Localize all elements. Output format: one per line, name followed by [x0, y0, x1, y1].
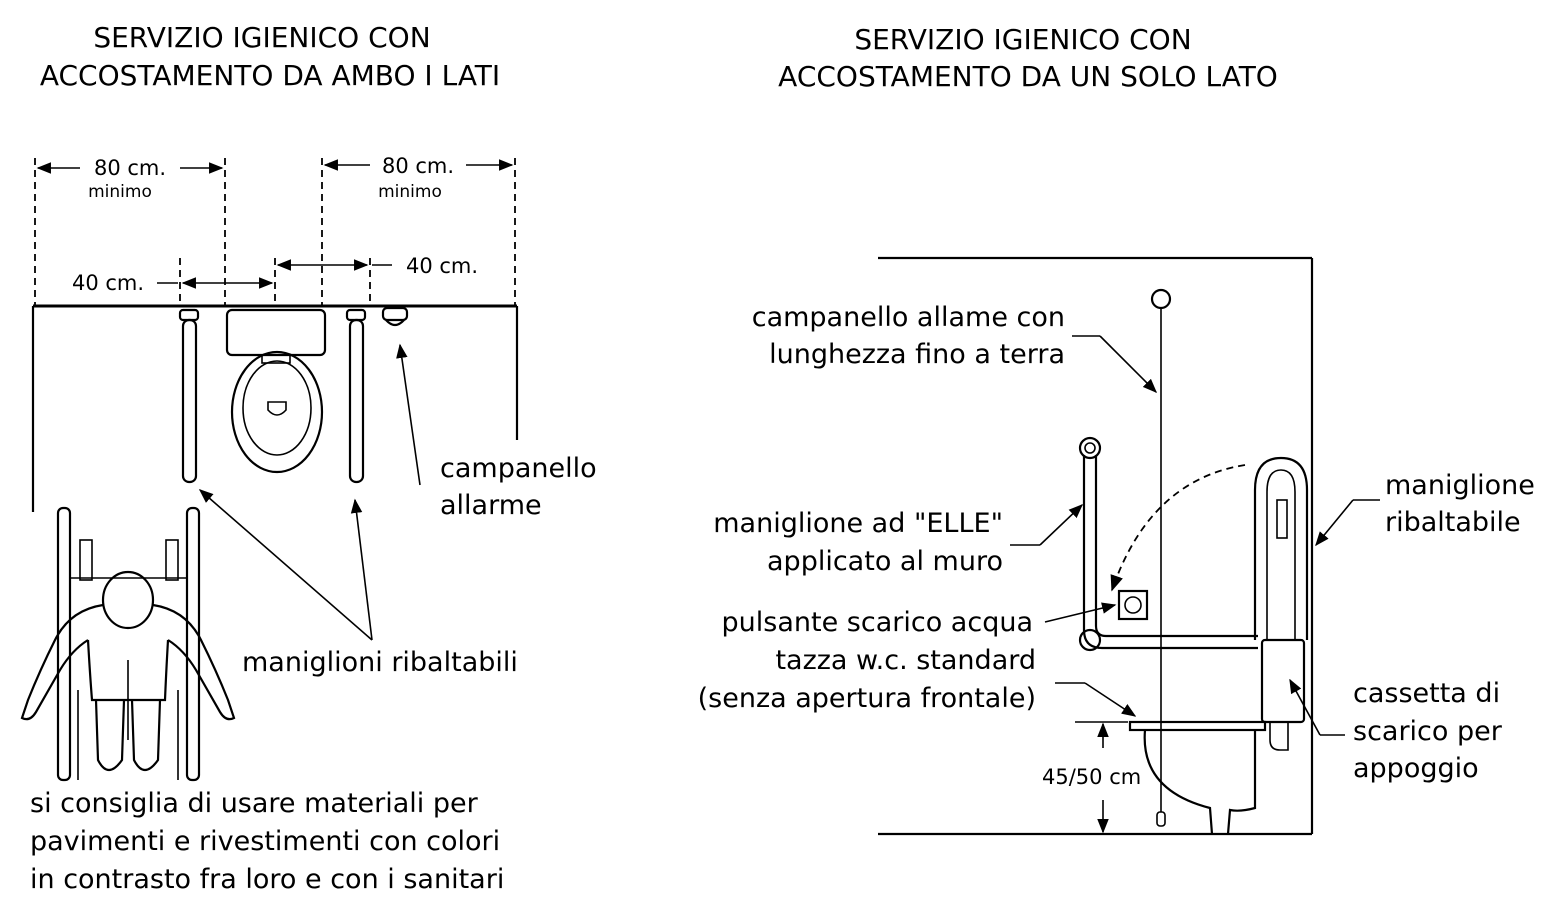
- label-wc-line2: (senza apertura frontale): [698, 683, 1036, 714]
- dimension-40cm-right: 40 cm.: [276, 254, 478, 278]
- left-title-line1: SERVIZIO IGIENICO CON: [93, 21, 430, 54]
- label-l-bar-line1: maniglione ad "ELLE": [713, 508, 1003, 539]
- dim-40cm-left-label: 40 cm.: [72, 271, 144, 295]
- wc-plan-view: [225, 308, 327, 474]
- right-title-line1: SERVIZIO IGIENICO CON: [854, 23, 1191, 56]
- dimension-80cm-left: 80 cm. minimo: [36, 156, 224, 202]
- left-title-line2: ACCOSTAMENTO DA AMBO I LATI: [40, 59, 500, 92]
- label-flush-button: pulsante scarico acqua: [722, 607, 1033, 638]
- label-cistern-line3: appoggio: [1353, 753, 1479, 784]
- dim-height-label: 45/50 cm: [1042, 765, 1141, 789]
- wc-side-view: [1128, 720, 1267, 835]
- dimension-40cm-left: 40 cm.: [72, 271, 274, 295]
- label-foldable-line1: maniglione: [1385, 470, 1535, 501]
- left-panel: SERVIZIO IGIENICO CON ACCOSTAMENTO DA AM…: [20, 21, 597, 895]
- note-line1: si consiglia di usare materiali per: [30, 788, 479, 819]
- left-walls: [31, 304, 519, 512]
- cistern-tank: [1260, 638, 1306, 751]
- label-cistern-line2: scarico per: [1353, 716, 1503, 747]
- right-walls: [878, 256, 1314, 836]
- label-foldable-line2: ribaltabile: [1385, 507, 1521, 538]
- label-alarm-cord-line2: lunghezza fino a terra: [769, 339, 1065, 370]
- note-line3: in contrasto fra loro e con i sanitari: [30, 864, 504, 895]
- dim-80cm-left-label: 80 cm.: [94, 156, 166, 180]
- l-shaped-grab-bar: [1078, 436, 1258, 652]
- right-title-line2: ACCOSTAMENTO DA UN SOLO LATO: [778, 60, 1278, 93]
- note-line2: pavimenti e rivestimenti con colori: [30, 826, 500, 857]
- label-alarm-cord-line1: campanello allame con: [752, 302, 1065, 333]
- dimension-80cm-right: 80 cm. minimo: [323, 154, 514, 202]
- label-alarm-line2: allarme: [440, 490, 542, 521]
- foldable-grab-bar: [1253, 456, 1309, 640]
- label-wc-line1: tazza w.c. standard: [775, 645, 1036, 676]
- dim-80cm-right-label: 80 cm.: [382, 154, 454, 178]
- label-l-bar-line2: applicato al muro: [767, 546, 1003, 577]
- grab-bar-left: [178, 308, 200, 484]
- alarm-cord-icon: [1150, 288, 1172, 827]
- alarm-bell-icon: [381, 306, 409, 327]
- dim-80cm-right-note: minimo: [378, 182, 442, 202]
- label-grab-bars: maniglioni ribaltabili: [242, 647, 518, 678]
- dim-80cm-left-note: minimo: [88, 182, 152, 202]
- label-cistern-line1: cassetta di: [1353, 678, 1500, 709]
- dim-40cm-right-label: 40 cm.: [406, 254, 478, 278]
- dimension-height: 45/50 cm: [1042, 721, 1141, 834]
- right-panel: SERVIZIO IGIENICO CON ACCOSTAMENTO DA UN…: [698, 23, 1535, 836]
- label-alarm-line1: campanello: [440, 453, 597, 484]
- grab-bar-right: [345, 308, 367, 484]
- flush-button-icon: [1117, 589, 1149, 621]
- wheelchair-user-icon: [20, 506, 236, 782]
